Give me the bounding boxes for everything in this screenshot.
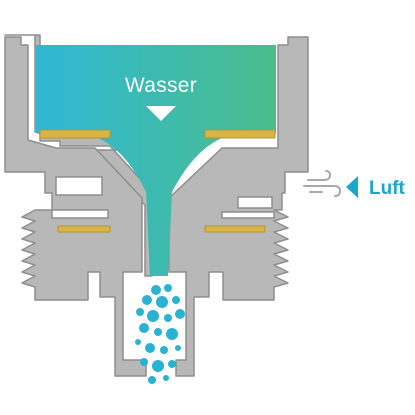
droplet <box>135 339 141 345</box>
droplet <box>168 360 176 368</box>
down-triangle-icon <box>146 106 176 121</box>
water-reservoir <box>36 45 276 276</box>
droplet <box>164 284 172 292</box>
droplet <box>163 375 169 381</box>
droplet <box>160 346 168 354</box>
right-air-window <box>237 196 273 209</box>
droplet <box>154 328 162 336</box>
droplet <box>156 296 168 308</box>
left-lower-seal <box>57 225 111 233</box>
right-inner-passage <box>221 211 275 219</box>
droplet <box>140 358 148 366</box>
droplet <box>172 296 180 304</box>
left-upper-seal <box>39 129 111 139</box>
droplet <box>139 323 149 333</box>
droplet <box>148 376 156 384</box>
left-inner-passage <box>51 209 109 219</box>
right-lower-seal <box>204 225 266 233</box>
droplet <box>175 309 185 319</box>
droplet <box>136 308 144 316</box>
left-triangle-icon <box>346 176 358 198</box>
left-air-window <box>55 176 103 196</box>
droplet <box>152 360 164 372</box>
wind-icon <box>303 170 342 197</box>
droplet <box>175 345 181 351</box>
spray-droplets <box>135 284 185 384</box>
droplet <box>147 310 159 322</box>
droplet <box>151 285 161 295</box>
droplet <box>145 343 155 353</box>
droplet <box>164 314 172 322</box>
nozzle-housing-left-body <box>4 36 147 377</box>
droplet <box>166 328 178 340</box>
air-label: Luft <box>369 178 406 199</box>
water-label: Wasser <box>125 74 197 97</box>
droplet <box>142 295 152 305</box>
right-upper-seal <box>204 129 276 139</box>
